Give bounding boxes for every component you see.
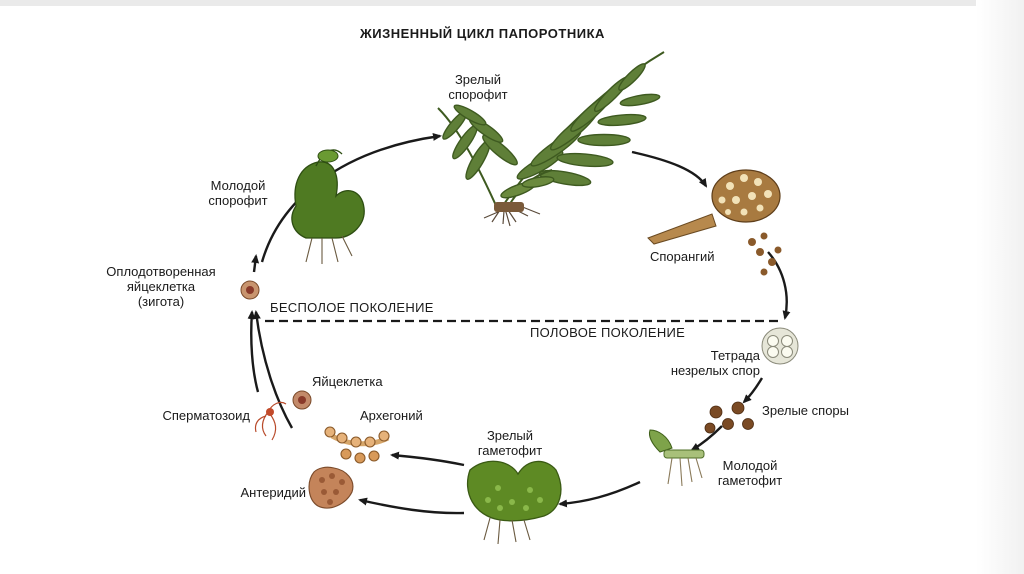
sexual-generation-label: ПОЛОВОЕ ПОКОЛЕНИЕ (530, 325, 686, 340)
label-mature-sporophyte: Зрелый спорофит (448, 72, 508, 102)
label-young-sporophyte: Молодой спорофит (208, 178, 268, 208)
arrow-archegonium-to-zygote (252, 310, 294, 429)
arrow-spermatozoid-to-zygote (247, 310, 260, 393)
label-spermatozoid: Сперматозоид (162, 408, 250, 423)
arrow-spores-to-young-gametophyte (690, 425, 723, 452)
label-young-gametophyte: Молодой гаметофит (717, 458, 783, 488)
young-sporophyte-illustration (291, 149, 365, 264)
asexual-generation-label: БЕСПОЛОЕ ПОКОЛЕНИЕ (270, 300, 434, 315)
spermatozoid-illustration (254, 401, 287, 441)
label-tetrad: Тетрада незрелых спор (670, 348, 760, 378)
label-mature-gametophyte: Зрелый гаметофит (477, 428, 543, 458)
sporophyte-roots (483, 202, 541, 227)
diagram-title: ЖИЗНЕННЫЙ ЦИКЛ ПАПОРОТНИКА (360, 26, 605, 41)
arrow-young-to-mature-gametophyte (558, 480, 641, 508)
arrow-gametophyte-to-archegonium (390, 451, 465, 467)
arrow-zygote-to-young-sporophyte (251, 254, 260, 273)
label-egg: Яйцеклетка (312, 374, 383, 389)
right-edge-shadow (976, 0, 1024, 574)
egg-illustration (292, 390, 312, 410)
mature-sporophyte-illustration (437, 51, 665, 213)
label-antheridium: Антеридий (240, 485, 307, 500)
arrow-tetrad-to-spores (742, 377, 764, 404)
arrow-sporophyte-to-sporangium (631, 150, 708, 188)
label-zygote: Оплодотворенная яйцеклетка (зигота) (106, 264, 216, 309)
arrow-gametophyte-to-antheridium (358, 497, 465, 515)
antheridium-illustration (308, 466, 354, 509)
zygote-illustration (240, 280, 260, 300)
label-sporangium: Спорангий (650, 249, 715, 264)
label-archegonium: Архегоний (360, 408, 423, 423)
archegonium-illustration (324, 426, 390, 464)
label-mature-spores: Зрелые споры (762, 403, 849, 418)
mature-gametophyte-illustration (466, 460, 562, 545)
top-edge (0, 0, 1024, 6)
tetrad-illustration (761, 327, 799, 365)
sporangium-illustration (647, 169, 782, 276)
arrow-sporangium-to-tetrad (767, 251, 791, 320)
mature-spores-illustration (704, 401, 754, 434)
young-gametophyte-illustration (649, 429, 705, 487)
